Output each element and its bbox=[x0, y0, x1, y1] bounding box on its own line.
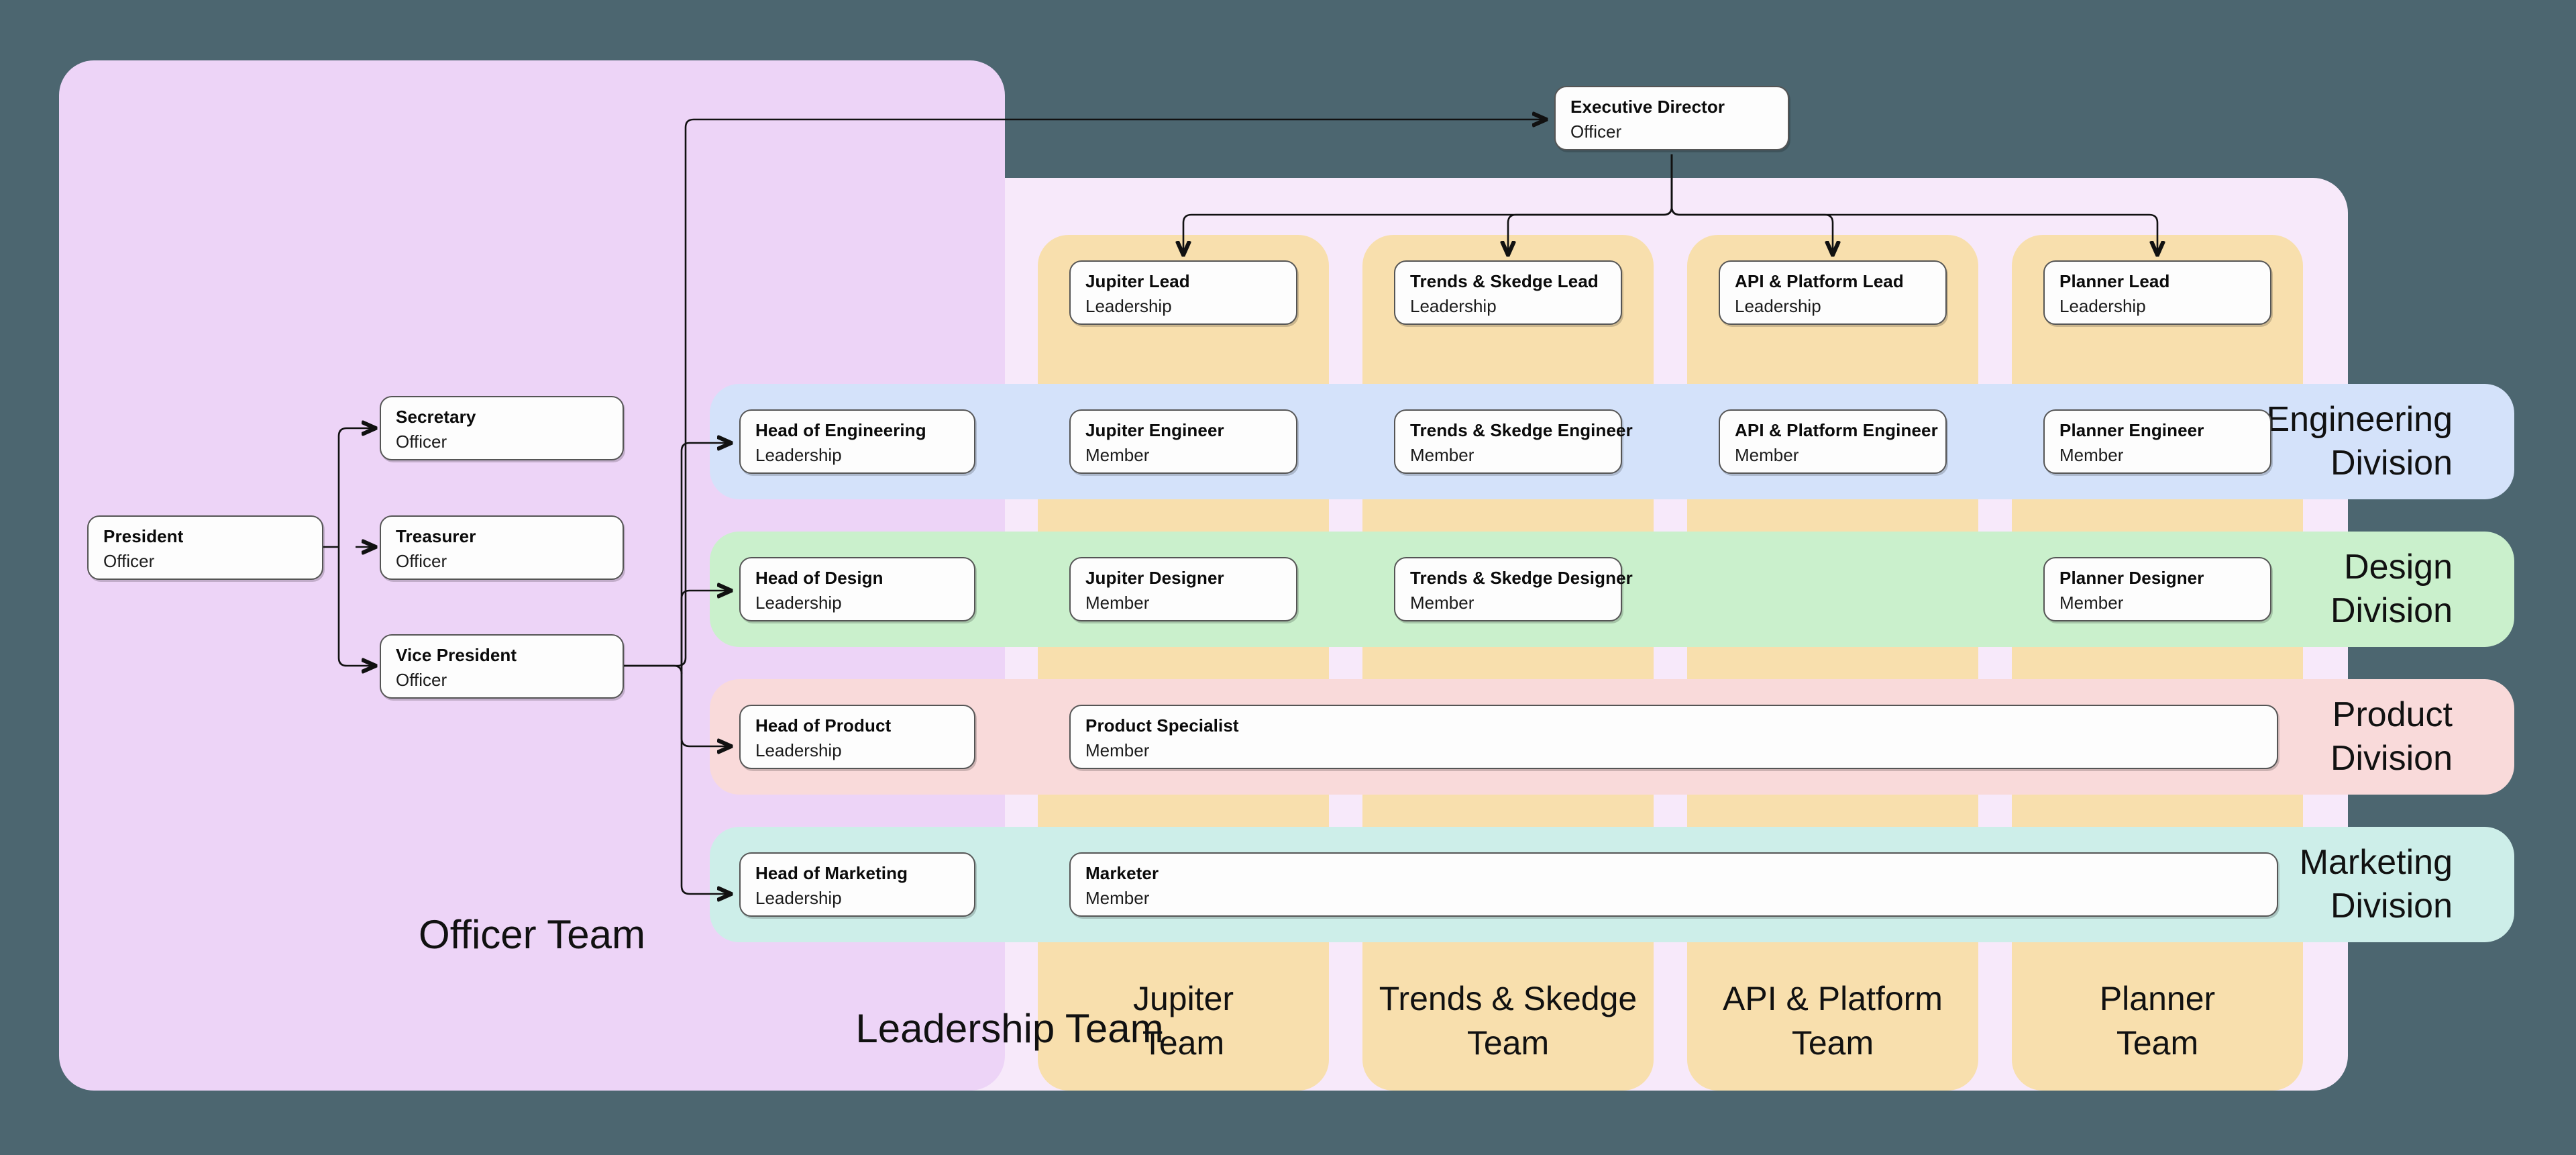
node-role: Member bbox=[1735, 444, 1799, 465]
node-head-of-engineering[interactable]: Head of Engineering Leadership bbox=[739, 409, 975, 474]
team-label-jupiter: Jupiter Team bbox=[1132, 980, 1234, 1062]
node-title: Head of Product bbox=[755, 715, 892, 736]
team-label-planner: Planner Team bbox=[2099, 980, 2216, 1062]
node-api-platform-engineer[interactable]: API & Platform Engineer Member bbox=[1719, 409, 1947, 474]
node-role: Leadership bbox=[755, 444, 842, 465]
node-title: Head of Engineering bbox=[755, 420, 926, 440]
node-head-of-marketing[interactable]: Head of Marketing Leadership bbox=[739, 852, 975, 917]
node-title: Trends & Skedge Engineer bbox=[1410, 420, 1633, 440]
team-label-api-platform: API & Platform Team bbox=[1723, 980, 1943, 1062]
node-title: Jupiter Engineer bbox=[1085, 420, 1224, 440]
group-label-officer-team: Officer Team bbox=[419, 912, 645, 957]
node-role: Member bbox=[1085, 444, 1150, 465]
node-jupiter-designer[interactable]: Jupiter Designer Member bbox=[1069, 557, 1297, 621]
node-role: Member bbox=[1085, 740, 1150, 760]
node-role: Leadership bbox=[755, 887, 842, 908]
node-head-of-design[interactable]: Head of Design Leadership bbox=[739, 557, 975, 621]
division-label-engineering: Engineering Division bbox=[2266, 400, 2453, 483]
node-title: Vice President bbox=[396, 645, 517, 665]
node-role: Leadership bbox=[755, 592, 842, 613]
node-role: Member bbox=[1085, 592, 1150, 613]
node-title: Executive Director bbox=[1570, 97, 1725, 117]
node-product-specialist[interactable]: Product Specialist Member bbox=[1069, 705, 2278, 769]
node-jupiter-engineer[interactable]: Jupiter Engineer Member bbox=[1069, 409, 1297, 474]
node-role: Member bbox=[1085, 887, 1150, 908]
node-title: Head of Design bbox=[755, 568, 883, 588]
node-title: President bbox=[103, 526, 184, 546]
node-president[interactable]: President Officer bbox=[87, 515, 323, 580]
node-title: Jupiter Designer bbox=[1085, 568, 1224, 588]
node-planner-designer[interactable]: Planner Designer Member bbox=[2043, 557, 2271, 621]
node-marketer[interactable]: Marketer Member bbox=[1069, 852, 2278, 917]
node-title: API & Platform Lead bbox=[1735, 271, 1904, 291]
node-title: Trends & Skedge Lead bbox=[1410, 271, 1599, 291]
node-api-platform-lead[interactable]: API & Platform Lead Leadership bbox=[1719, 260, 1947, 325]
team-column-planner[interactable] bbox=[2012, 235, 2303, 1091]
division-label-marketing: Marketing Division bbox=[2299, 843, 2453, 925]
node-title: Product Specialist bbox=[1085, 715, 1239, 736]
node-role: Leadership bbox=[755, 740, 842, 760]
node-secretary[interactable]: Secretary Officer bbox=[380, 396, 624, 460]
node-planner-engineer[interactable]: Planner Engineer Member bbox=[2043, 409, 2271, 474]
node-title: Planner Engineer bbox=[2059, 420, 2204, 440]
node-title: Jupiter Lead bbox=[1085, 271, 1190, 291]
node-role: Member bbox=[1410, 444, 1474, 465]
node-treasurer[interactable]: Treasurer Officer bbox=[380, 515, 624, 580]
team-column-jupiter[interactable] bbox=[1038, 235, 1329, 1091]
node-role: Leadership bbox=[2059, 295, 2146, 316]
team-label-trends-skedge: Trends & Skedge Team bbox=[1379, 980, 1638, 1062]
node-planner-lead[interactable]: Planner Lead Leadership bbox=[2043, 260, 2271, 325]
team-column-trends-skedge[interactable] bbox=[1362, 235, 1654, 1091]
node-role: Leadership bbox=[1735, 295, 1821, 316]
node-title: Head of Marketing bbox=[755, 863, 908, 883]
node-trends-skedge-designer[interactable]: Trends & Skedge Designer Member bbox=[1394, 557, 1633, 621]
node-vice-president[interactable]: Vice President Officer bbox=[380, 634, 624, 699]
node-role: Officer bbox=[396, 431, 447, 452]
node-role: Officer bbox=[396, 550, 447, 571]
team-column-api-platform[interactable] bbox=[1687, 235, 1978, 1091]
node-title: Marketer bbox=[1085, 863, 1159, 883]
division-label-design: Design Division bbox=[2330, 548, 2453, 630]
node-role: Officer bbox=[396, 669, 447, 690]
node-title: Secretary bbox=[396, 407, 476, 427]
node-title: API & Platform Engineer bbox=[1735, 420, 1938, 440]
node-role: Member bbox=[2059, 444, 2124, 465]
node-role: Member bbox=[1410, 592, 1474, 613]
group-label-leadership-team: Leadership Team bbox=[855, 1006, 1164, 1051]
node-role: Member bbox=[2059, 592, 2124, 613]
node-head-of-product[interactable]: Head of Product Leadership bbox=[739, 705, 975, 769]
node-title: Planner Lead bbox=[2059, 271, 2170, 291]
node-role: Officer bbox=[103, 550, 155, 571]
node-title: Trends & Skedge Designer bbox=[1410, 568, 1633, 588]
node-trends-skedge-lead[interactable]: Trends & Skedge Lead Leadership bbox=[1394, 260, 1622, 325]
node-role: Leadership bbox=[1410, 295, 1497, 316]
division-label-product: Product Division bbox=[2330, 695, 2453, 778]
node-executive-director[interactable]: Executive Director Officer bbox=[1554, 86, 1789, 150]
node-jupiter-lead[interactable]: Jupiter Lead Leadership bbox=[1069, 260, 1297, 325]
node-role: Officer bbox=[1570, 121, 1622, 142]
node-title: Treasurer bbox=[396, 526, 476, 546]
node-title: Planner Designer bbox=[2059, 568, 2204, 588]
node-trends-skedge-engineer[interactable]: Trends & Skedge Engineer Member bbox=[1394, 409, 1633, 474]
node-role: Leadership bbox=[1085, 295, 1172, 316]
